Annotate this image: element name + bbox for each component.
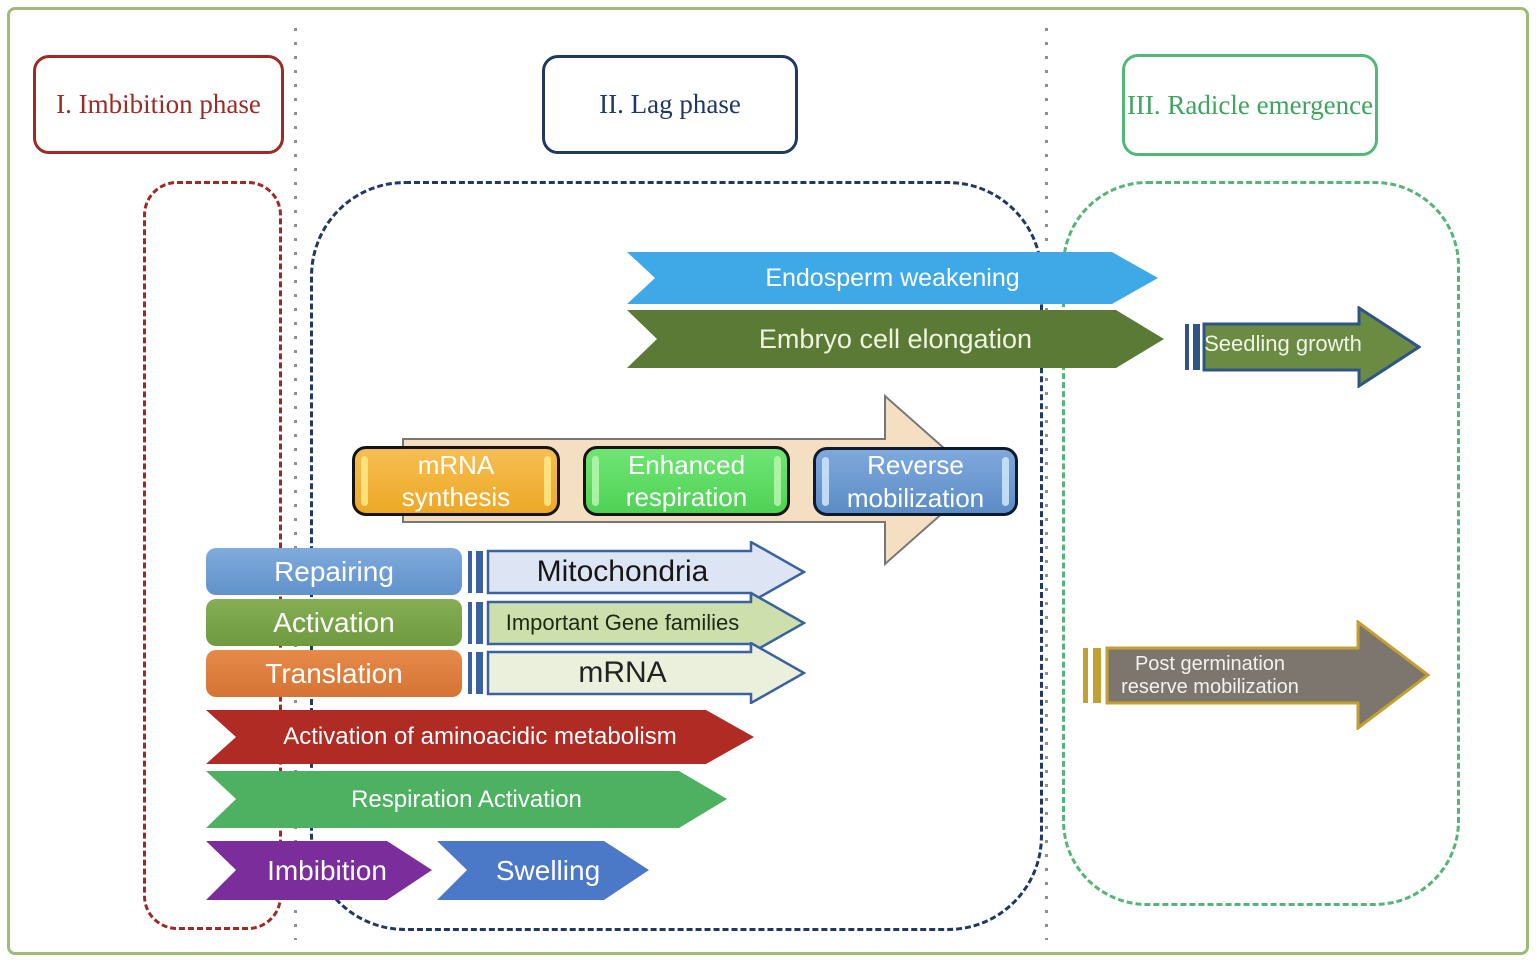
gene-families-stripe-1 xyxy=(468,602,472,644)
mrna-stripe-2 xyxy=(476,652,483,694)
phase-1-label: I. Imbibition phase xyxy=(56,89,261,120)
phase-separator-dotted-right xyxy=(1045,28,1048,940)
respiration-activation-label: Respiration Activation xyxy=(351,785,582,813)
phase-separator-dotted-left xyxy=(294,28,297,940)
mitochondria-arrow xyxy=(468,541,806,603)
mrna-label: mRNA xyxy=(578,655,667,689)
imbibition-label: Imbibition xyxy=(267,854,387,886)
aminoacidic-metabolism-arrow: Activation of aminoacidic metabolism xyxy=(206,710,754,764)
mrna-synthesis-label: mRNA synthesis xyxy=(401,449,511,513)
phase-3-title: III. Radicle emergence xyxy=(1122,54,1378,156)
mitochondria-arrow-shape xyxy=(486,541,806,603)
mitochondria-stripe-2 xyxy=(476,551,483,593)
endosperm-weakening-arrow: Endosperm weakening xyxy=(627,252,1158,304)
activation-box: Activation xyxy=(206,599,462,646)
enhanced-respiration-label: Enhanced respiration xyxy=(625,449,748,513)
seedling-growth-stripe-2 xyxy=(1193,324,1200,370)
mitochondria-label: Mitochondria xyxy=(536,554,709,588)
mitochondria-stripe-1 xyxy=(468,551,472,593)
phase-1-title: I. Imbibition phase xyxy=(33,55,284,154)
phase-2-label: II. Lag phase xyxy=(599,89,741,120)
post-germination-stripe-2 xyxy=(1093,648,1101,703)
seedling-growth-label: Seedling growth xyxy=(1204,331,1362,357)
gene-families-stripe-2 xyxy=(476,602,483,644)
post-germination-label: Post germination reserve mobilization xyxy=(1121,653,1299,698)
gene-families-arrow-shape xyxy=(486,592,806,654)
translation-box: Translation xyxy=(206,650,462,697)
post-germination-stripe-1 xyxy=(1083,648,1088,703)
mrna-arrow xyxy=(468,642,806,704)
gene-families-label: Important Gene families xyxy=(505,610,740,636)
aminoacidic-metabolism-label: Activation of aminoacidic metabolism xyxy=(283,723,677,750)
respiration-activation-arrow: Respiration Activation xyxy=(206,771,727,828)
gene-families-arrow xyxy=(468,592,806,654)
imbibition-arrow: Imbibition xyxy=(206,841,432,900)
enhanced-respiration-box: Enhanced respiration xyxy=(583,446,790,516)
repairing-box: Repairing xyxy=(206,548,462,595)
post-germination-arrow-shape xyxy=(1105,620,1431,730)
embryo-cell-elongation-label: Embryo cell elongation xyxy=(758,323,1033,354)
seedling-growth-arrow-shape xyxy=(1202,306,1421,388)
activation-label: Activation xyxy=(273,606,395,638)
outer-frame xyxy=(7,7,1529,955)
post-germination-arrow xyxy=(1083,620,1431,730)
reverse-mobilization-label: Reverse mobilization xyxy=(846,450,985,513)
translation-label: Translation xyxy=(265,657,403,689)
phase-3-label: III. Radicle emergence xyxy=(1126,89,1374,120)
embryo-cell-elongation-arrow: Embryo cell elongation xyxy=(627,310,1164,368)
reverse-mobilization-box: Reverse mobilization xyxy=(813,447,1018,516)
seedling-growth-arrow xyxy=(1185,306,1421,388)
mrna-arrow-shape xyxy=(486,642,806,704)
endosperm-weakening-label: Endosperm weakening xyxy=(765,263,1020,292)
seedling-growth-stripe-1 xyxy=(1185,324,1189,370)
phase-2-title: II. Lag phase xyxy=(542,55,798,154)
mrna-stripe-1 xyxy=(468,652,472,694)
mrna-synthesis-box: mRNA synthesis xyxy=(352,446,560,516)
swelling-arrow: Swelling xyxy=(437,841,649,900)
radicle-emergence-region xyxy=(1062,181,1460,906)
repairing-label: Repairing xyxy=(274,555,394,587)
swelling-label: Swelling xyxy=(495,854,601,886)
